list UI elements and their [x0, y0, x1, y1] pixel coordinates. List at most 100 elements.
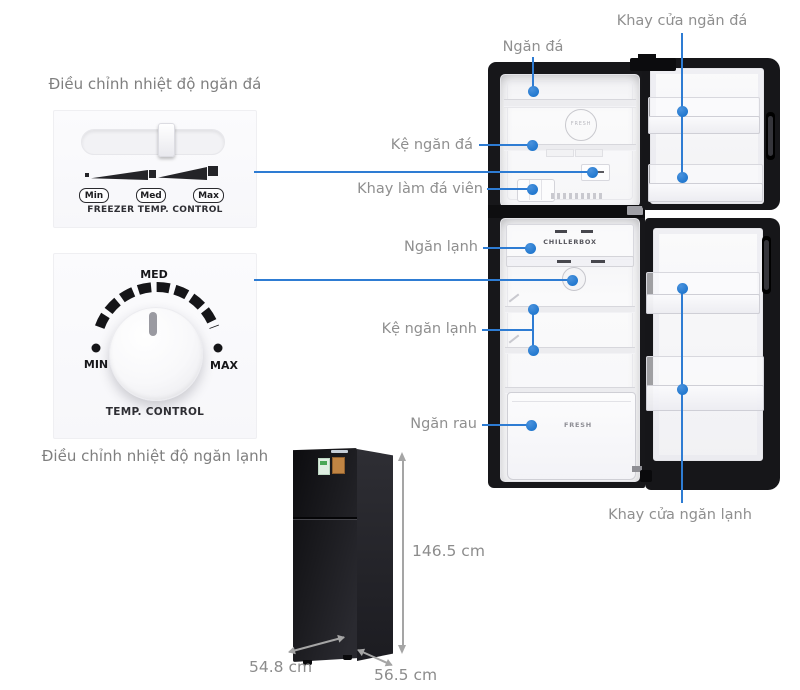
callout-dot-freezer-control [587, 167, 598, 178]
scale-med-mark [149, 170, 156, 178]
vegetable-drawer: FRESH [507, 392, 636, 480]
closed-fridge-door-gap [293, 517, 357, 520]
selector-dash [597, 171, 604, 173]
freezer-door-handle [766, 112, 775, 160]
chiller-box-text: CHILLERBOX [543, 238, 597, 246]
freezer-panel-caption: FREEZER TEMP. CONTROL [87, 205, 223, 215]
label-fridge-door-tray: Khay cửa ngăn lạnh [608, 507, 752, 523]
height-dimension: 146.5 cm [412, 542, 485, 560]
rail-dash [557, 260, 571, 263]
sticker-stripe [320, 461, 327, 465]
closed-fridge-front [293, 448, 357, 662]
fridge-door-panel [653, 228, 763, 461]
callout-dot-fridge-shelf-1 [528, 304, 539, 315]
freezer-back-wall [507, 81, 633, 200]
cabinet-divider [488, 205, 645, 218]
scale-wedge-right [158, 167, 207, 180]
chiller-dash [581, 230, 593, 233]
fridge-shelf-1 [505, 306, 635, 313]
drawer-fresh-text: FRESH [563, 421, 592, 429]
top-hinge-nub [638, 54, 656, 60]
bin-lip [646, 293, 760, 314]
leader-line-freezer-shelf [479, 144, 532, 146]
shelf-bracket [575, 149, 603, 157]
leader-line-vegetable-drawer [482, 424, 531, 426]
leader-line-freezer-control [254, 171, 592, 173]
dial-max-label: MAX [210, 359, 238, 372]
top-hinge [630, 58, 676, 71]
scale-wedge-left [91, 170, 148, 180]
freezer-door-bin-2 [648, 164, 763, 202]
height-arrow-up [398, 452, 406, 461]
fridge-foot [303, 660, 312, 665]
callout-dot-vegetable-drawer [526, 420, 537, 431]
middle-hinge [627, 206, 643, 215]
chiller-rail [506, 256, 634, 267]
dial-pointer [149, 312, 157, 336]
scale-max-mark [208, 166, 218, 176]
label-freezer-door-tray: Khay cửa ngăn đá [616, 13, 748, 29]
dial-med-label: MED [140, 268, 168, 281]
callout-dot-fridge-shelf-2 [528, 345, 539, 356]
width-dimension: 54.8 cm [249, 658, 313, 676]
label-fridge-shelf: Kệ ngăn lạnh [381, 321, 477, 337]
freezer-slider-track [81, 129, 225, 155]
fridge-door-bin-1 [646, 272, 760, 314]
leader-line-fridge-door-tray [681, 288, 683, 503]
fresh-logo-badge: FRESH [565, 109, 597, 141]
rail-dash [591, 260, 605, 263]
energy-sticker-orange [332, 457, 345, 474]
freezer-max-label: Max [193, 188, 224, 203]
freezer-slider-knob [158, 123, 175, 157]
bin-lip [646, 384, 764, 411]
callout-dot-freezer-compartment [528, 86, 539, 97]
callout-dot-freezer-door-tray-2 [677, 172, 688, 183]
leader-line-freezer-compartment [532, 57, 534, 91]
callout-dot-fridge-compartment [525, 243, 536, 254]
height-arrow-down [398, 645, 406, 654]
leader-line-fridge-shelf-branch [532, 309, 534, 351]
tray-divider [541, 180, 542, 200]
freezer-door-bin-1 [648, 97, 760, 134]
fridge-foot [343, 655, 352, 660]
freezer-min-label: Min [79, 188, 109, 203]
brand-logo [331, 450, 348, 453]
scale-min-mark [85, 173, 89, 177]
drawer-lip [512, 401, 631, 402]
label-fridge-compartment: Ngăn lạnh [403, 239, 478, 255]
leader-line-fridge-compartment [483, 247, 530, 249]
shelf-bracket [546, 149, 574, 157]
fridge-temp-control-panel: MED MIN MAX TEMP. CONTROL [53, 253, 257, 439]
height-arrow-line [402, 461, 404, 646]
chiller-box: CHILLERBOX [506, 224, 634, 260]
label-vegetable-drawer: Ngăn rau [410, 416, 477, 432]
fresh-logo-text: FRESH [570, 121, 592, 127]
energy-sticker-green [318, 458, 330, 475]
fridge-control-title: Điều chỉnh nhiệt độ ngăn lạnh [41, 447, 269, 465]
label-freezer-shelf: Kệ ngăn đá [390, 137, 473, 153]
callout-dot-dial-control [567, 275, 578, 286]
leader-line-freezer-door-tray [681, 33, 683, 177]
fridge-door-handle [762, 236, 771, 294]
door-foot [640, 470, 652, 482]
freezer-control-title: Điều chỉnh nhiệt độ ngăn đá [48, 75, 262, 93]
freezer-top-shelf [504, 99, 636, 107]
freezer-med-label: Med [136, 188, 166, 203]
callout-dot-freezer-door-tray-1 [677, 106, 688, 117]
bottom-hinge [632, 466, 642, 472]
bin-lip [648, 115, 760, 134]
callout-dot-ice-tray [527, 184, 538, 195]
fridge-door-bin-2 [646, 356, 764, 411]
callout-dot-fridge-door-tray-2 [677, 384, 688, 395]
label-freezer-compartment: Ngăn đá [502, 39, 564, 55]
dial-min-label: MIN [83, 358, 109, 371]
bin-lip [648, 183, 763, 202]
callout-dot-fridge-door-tray-1 [677, 283, 688, 294]
closed-fridge-side [357, 449, 393, 661]
leader-line-fridge-shelf [482, 329, 533, 331]
fridge-shelf-2 [505, 347, 635, 354]
depth-dimension: 56.5 cm [374, 666, 438, 684]
label-ice-cube-tray: Khay làm đá viên [357, 181, 483, 197]
leader-line-ice-tray [487, 188, 532, 190]
